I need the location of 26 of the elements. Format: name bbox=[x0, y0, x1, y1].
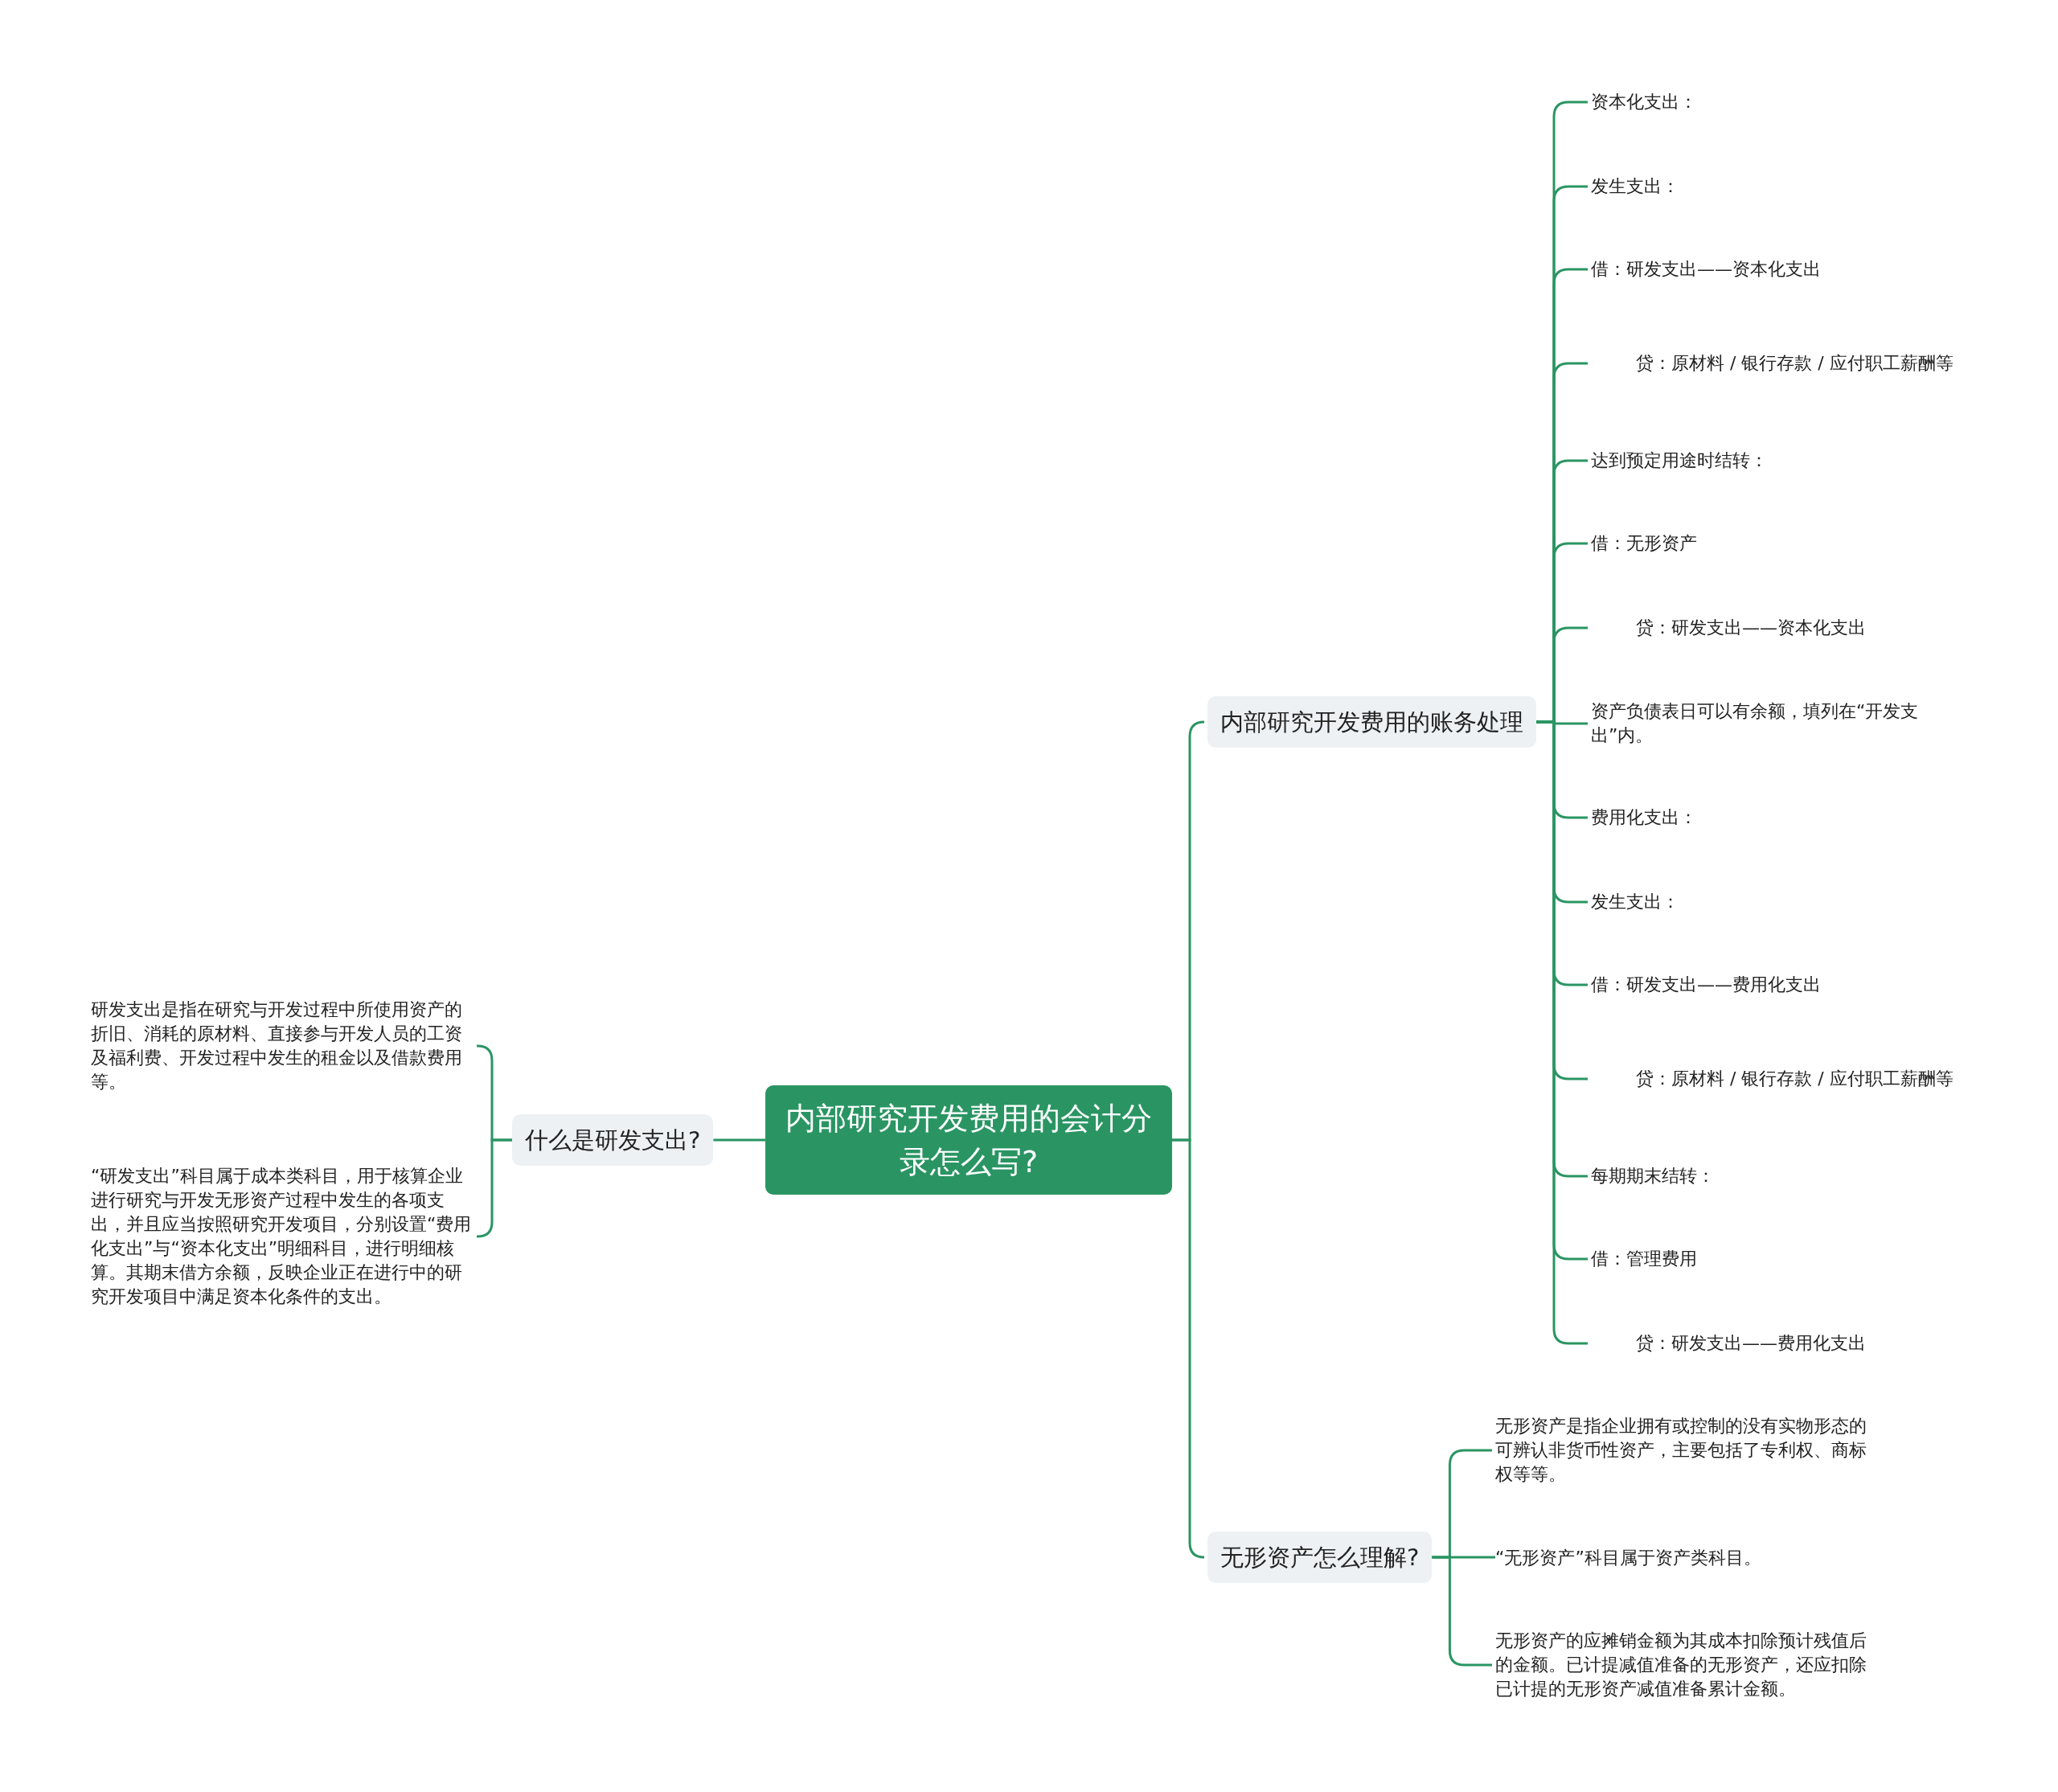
topic-text: 贷：原材料 / 银行存款 / 应付职工薪酬等 bbox=[1591, 351, 1969, 375]
topic-text: “研发支出”科目属于成本类科目，用于核算企业进行研究与开发无形资产过程中发生的各项支出，并且应当按照研究开发项目，分别设置“费用化支出”与“资本化支出”明细科目，进行明细核算。其期末借方余额，反映企业正在进行中的研究开发项目中满足资本化条件的支出。 bbox=[91, 1164, 474, 1309]
topic-box: 内部研究开发费用的账务处理 bbox=[1207, 696, 1536, 748]
topic-text: 借：研发支出——费用化支出 bbox=[1591, 973, 1969, 997]
topic-text: 资本化支出： bbox=[1591, 90, 1969, 114]
topic-text: 达到预定用途时结转： bbox=[1591, 449, 1969, 473]
topic-text: 借：管理费用 bbox=[1591, 1247, 1969, 1271]
topic-text: 每期期末结转： bbox=[1591, 1164, 1969, 1188]
topic-box: 无形资产怎么理解? bbox=[1207, 1532, 1433, 1583]
connector-line bbox=[713, 1138, 765, 1142]
connector-line bbox=[1432, 1556, 1492, 1667]
topic-box: 什么是研发支出? bbox=[512, 1114, 714, 1166]
topic-text: 借：无形资产 bbox=[1591, 531, 1969, 556]
topic-text: 无形资产的应摊销金额为其成本扣除预计残值后的金额。已计提减值准备的无形资产，还应扣除已计提的无形资产减值准备累计金额。 bbox=[1495, 1629, 1881, 1701]
topic-text: 贷：研发支出——资本化支出 bbox=[1591, 616, 1969, 640]
topic-text: 费用化支出： bbox=[1591, 806, 1969, 830]
topic-text: “无形资产”科目属于资产类科目。 bbox=[1495, 1546, 1881, 1570]
topic-text: 贷：研发支出——费用化支出 bbox=[1591, 1331, 1969, 1355]
topic-text: 借：研发支出——资本化支出 bbox=[1591, 257, 1969, 281]
topic-text: 资产负债表日可以有余额，填列在“开发支出”内。 bbox=[1591, 699, 1969, 748]
central-topic-box: 内部研究开发费用的会计分录怎么写? bbox=[765, 1085, 1172, 1195]
topic-text: 无形资产是指企业拥有或控制的没有实物形态的可辨认非货币性资产，主要包括了专利权、商标权等等。 bbox=[1495, 1414, 1881, 1486]
topic-text: 研发支出是指在研究与开发过程中所使用资产的折旧、消耗的原材料、直接参与开发人员的工资及福利费、开发过程中发生的租金以及借款费用等。 bbox=[91, 998, 474, 1094]
topic-text: 贷：原材料 / 银行存款 / 应付职工薪酬等 bbox=[1591, 1067, 1969, 1091]
topic-text: 发生支出： bbox=[1591, 890, 1969, 914]
topic-text: 发生支出： bbox=[1591, 174, 1969, 199]
